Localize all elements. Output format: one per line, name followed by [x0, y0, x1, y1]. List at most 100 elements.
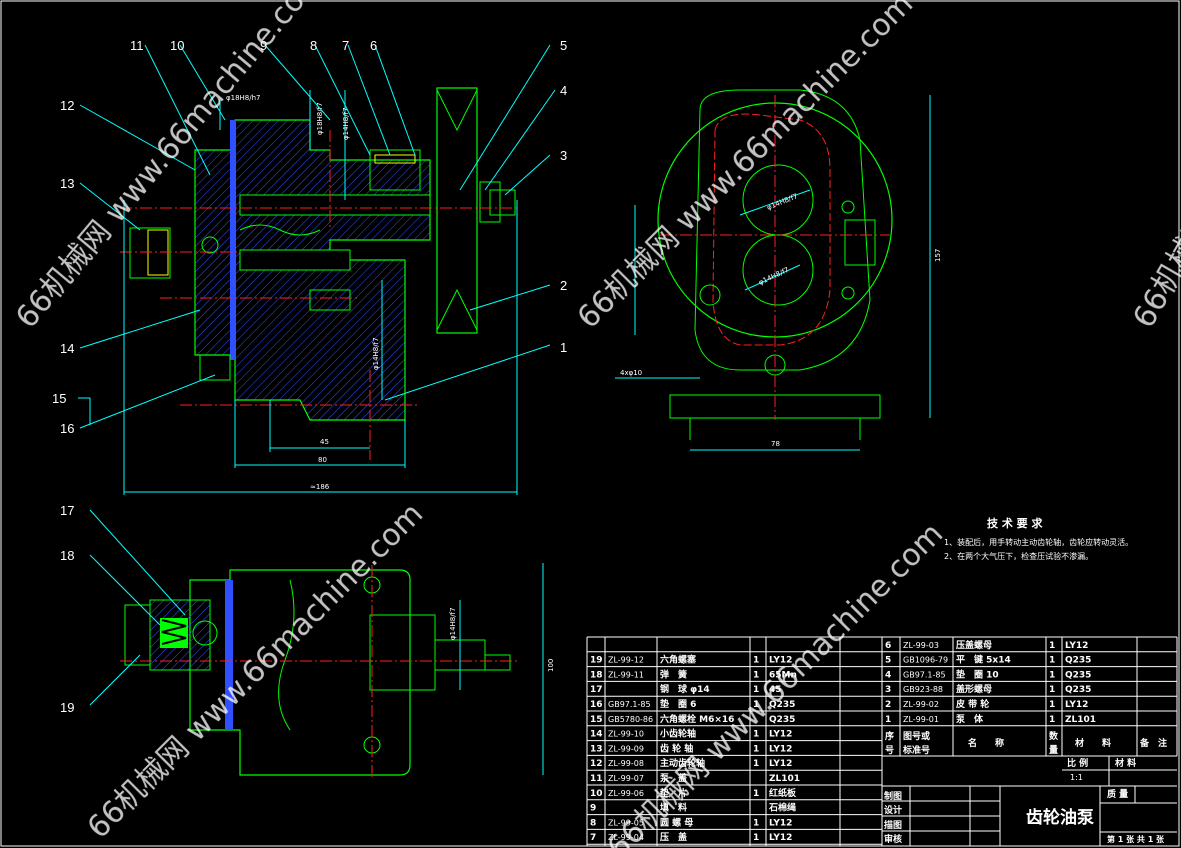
- scale-label: 比 例: [1067, 757, 1088, 769]
- parts-cell: LY12: [769, 730, 792, 740]
- parts-cell: 1: [753, 833, 759, 843]
- parts-cell: 1: [753, 730, 759, 740]
- parts-cell: 齿 轮 轴: [660, 742, 693, 754]
- dim-45: 45: [320, 438, 329, 446]
- dim-holes: 4xφ10: [620, 369, 642, 377]
- parts-cell: 1: [753, 670, 759, 680]
- balloon-14: 14: [60, 341, 74, 356]
- dim-fit-6: φ14H8/f7: [757, 266, 790, 287]
- scale-value: 1:1: [1070, 773, 1083, 782]
- watermark-2: 66机械网 www.66machine.com: [571, 0, 920, 336]
- parts-cell: Q235: [1065, 670, 1091, 680]
- title-block: 比 例 1:1 材 料 制图 设计 描图 审核 齿轮油泵 质 量 第 1 张 共…: [884, 757, 1165, 845]
- parts-cell: 填 料: [660, 802, 687, 814]
- parts-cell: ZL-99-12: [608, 656, 644, 665]
- parts-cell: GB5780-86: [608, 715, 653, 724]
- header-code: 图号或: [903, 730, 930, 742]
- parts-cell: LY12: [1065, 641, 1088, 651]
- parts-cell: 皮 带 轮: [955, 698, 989, 710]
- dim-fit-1: φ18H8/h7: [226, 94, 261, 102]
- dim-157: 157: [934, 249, 942, 262]
- parts-cell: 弹 簧: [660, 668, 687, 680]
- traced-label: 描图: [884, 819, 902, 831]
- parts-cell: Q235: [769, 715, 795, 725]
- balloon-13: 13: [60, 176, 74, 191]
- parts-cell: 15: [590, 715, 603, 725]
- parts-cell: ZL101: [1065, 715, 1096, 725]
- dim-100: 100: [547, 659, 555, 672]
- parts-cell: 16: [590, 700, 603, 710]
- parts-cell: 17: [590, 685, 603, 695]
- parts-cell: 7: [590, 833, 596, 843]
- parts-cell: LY12: [769, 744, 792, 754]
- parts-cell: 3: [885, 685, 891, 695]
- parts-cell: ZL-99-09: [608, 744, 644, 753]
- header-remark: 备 注: [1139, 737, 1167, 749]
- dim-fit-2: φ18H8/f7: [316, 102, 324, 135]
- technical-requirements: 技 术 要 求 1、装配后，用手转动主动齿轮轴，齿轮应转动灵活。 2、在两个大气…: [944, 516, 1133, 561]
- header-name: 名 称: [968, 737, 1004, 749]
- parts-cell: LY12: [769, 833, 792, 843]
- dim-fit-4: φ14H8/f7: [372, 337, 380, 370]
- header-qty: 数: [1049, 730, 1059, 742]
- parts-cell: 1: [1049, 656, 1055, 666]
- parts-cell: ZL-99-01: [903, 715, 939, 724]
- parts-cell: ZL-99-10: [608, 730, 644, 739]
- checked-label: 审核: [884, 833, 902, 845]
- parts-cell: 垫 圈 6: [660, 698, 696, 710]
- header-no: 序: [885, 730, 894, 742]
- dim-fit-5: φ14H8/f7: [766, 192, 799, 212]
- drawn-label: 制图: [884, 790, 902, 802]
- main-section-view: 45 80 ≈186 φ18H8/h7 φ18H8/f7 φ14H8/f7 φ1…: [78, 44, 556, 495]
- parts-cell: ZL101: [769, 774, 800, 784]
- designed-label: 设计: [884, 804, 902, 816]
- balloon-6: 6: [370, 38, 377, 53]
- balloon-2: 2: [560, 278, 567, 293]
- requirements-title: 技 术 要 求: [987, 516, 1043, 530]
- parts-cell: Q235: [769, 700, 795, 710]
- parts-cell: ZL-99-06: [608, 789, 644, 798]
- dim-fit-bottom: φ14H8/f7: [449, 607, 457, 640]
- parts-cell: 4: [885, 670, 891, 680]
- parts-cell: 12: [590, 759, 603, 769]
- balloon-18: 18: [60, 548, 74, 563]
- mass-label: 质 量: [1107, 788, 1128, 800]
- parts-cell: 10: [590, 789, 603, 799]
- parts-cell: 小齿轮轴: [659, 728, 696, 740]
- parts-cell: 2: [885, 700, 891, 710]
- parts-cell: 6: [885, 641, 891, 651]
- parts-cell: 45: [769, 685, 782, 695]
- drawing-title: 齿轮油泵: [1026, 807, 1094, 828]
- parts-cell: 9: [590, 804, 596, 814]
- balloon-1: 1: [560, 340, 567, 355]
- parts-cell: 钢 球 φ14: [660, 683, 710, 695]
- parts-cell: LY12: [769, 818, 792, 828]
- parts-cell: 垫 片: [660, 787, 687, 799]
- balloon-4: 4: [560, 83, 567, 98]
- parts-cell: 1: [753, 789, 759, 799]
- parts-cell: ZL-99-11: [608, 670, 644, 679]
- parts-cell: LY12: [1065, 700, 1088, 710]
- dim-80: 80: [318, 456, 327, 464]
- parts-cell: 红纸板: [769, 787, 797, 799]
- parts-cell: 垫 圈 10: [956, 668, 999, 680]
- watermark-3: 66机械网 www.66machine.com: [81, 496, 430, 845]
- parts-cell: 14: [590, 730, 603, 740]
- parts-cell: 19: [590, 656, 603, 666]
- balloon-17: 17: [60, 503, 74, 518]
- sheet-info: 第 1 张 共 1 张: [1107, 834, 1165, 844]
- parts-cell: ZL-99-03: [903, 641, 939, 650]
- parts-cell: 1: [753, 818, 759, 828]
- balloon-19: 19: [60, 700, 74, 715]
- parts-cell: ZL-99-04: [608, 833, 644, 842]
- parts-cell: 1: [753, 759, 759, 769]
- parts-cell: 六角螺塞: [660, 654, 697, 666]
- parts-cell: GB1096-79: [903, 656, 948, 665]
- material-label: 材 料: [1114, 757, 1136, 769]
- parts-cell: GB97.1-85: [903, 670, 946, 679]
- side-view: 78 157 4xφ10 φ14H8/f7 φ14H8/f7: [615, 89, 942, 451]
- header-qty: 量: [1049, 744, 1058, 756]
- parts-cell: 1: [1049, 641, 1055, 651]
- parts-cell: 8: [590, 818, 596, 828]
